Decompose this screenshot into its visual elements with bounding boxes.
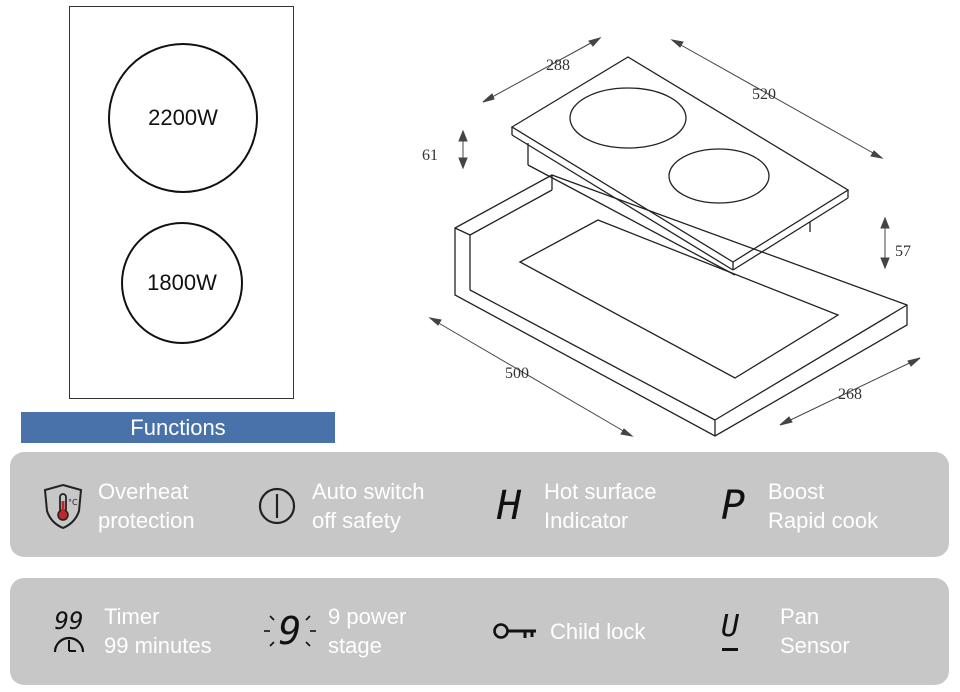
hot-surface-glyph: H — [496, 483, 522, 529]
overheat-thermometer-shield-icon: °C — [38, 481, 88, 531]
cooking-zone-large: 2200W — [108, 43, 258, 193]
feature-timer-line1: Timer — [104, 604, 160, 629]
dim-height-glass: 61 — [422, 147, 438, 164]
ring-large — [569, 87, 687, 149]
feature-hot-surface-line2: Indicator — [544, 508, 629, 533]
feature-boost-line2: Rapid cook — [768, 508, 879, 533]
pan-sensor-u-icon: U — [710, 606, 750, 656]
timer-glyph: 99 — [54, 607, 84, 635]
dim-depth-cutout: 268 — [838, 386, 862, 403]
timer-99-icon: 99 — [44, 606, 94, 656]
feature-power-stage: 9 9 power stage — [262, 602, 406, 660]
feature-boost-line1: Boost — [768, 479, 825, 504]
boost-glyph: P — [720, 483, 746, 529]
cooking-zone-large-label: 2200W — [148, 105, 218, 130]
dim-depth-top: 288 — [546, 57, 570, 74]
feature-auto-switch-off: Auto switch off safety — [252, 477, 425, 535]
cooktop-top-view: 2200W 1800W — [69, 6, 294, 399]
functions-header-label: Functions — [130, 414, 226, 440]
cooking-zone-small: 1800W — [121, 222, 243, 344]
cutout-opening — [518, 219, 840, 379]
feature-hot-surface: H Hot surface Indicator — [484, 477, 657, 535]
feature-power-stage-line2: stage — [328, 633, 382, 658]
cooking-zone-small-label: 1800W — [147, 270, 217, 295]
child-lock-key-icon — [490, 606, 540, 656]
dim-height-body: 57 — [895, 243, 911, 260]
feature-auto-switch-line1: Auto switch — [312, 479, 425, 504]
dim-width-cutout: 500 — [505, 365, 529, 382]
feature-auto-switch-line2: off safety — [312, 508, 401, 533]
power-stage-9-icon: 9 — [262, 606, 318, 656]
features-panel-row-1 — [10, 452, 949, 557]
functions-header: Functions — [21, 412, 335, 443]
feature-power-stage-line1: 9 power — [328, 604, 407, 629]
boost-p-icon: P — [708, 481, 758, 531]
feature-pan-sensor-line1: Pan — [780, 604, 820, 629]
dim-width-top: 520 — [752, 86, 776, 103]
pan-sensor-glyph: U — [720, 608, 740, 644]
feature-child-lock-line1: Child lock — [550, 618, 646, 644]
feature-timer-line2: 99 minutes — [104, 633, 212, 658]
ring-small — [668, 148, 770, 204]
feature-child-lock: Child lock — [490, 606, 645, 656]
feature-overheat: °C Overheat protection — [38, 477, 195, 535]
feature-overheat-line2: protection — [98, 508, 195, 533]
power-switch-icon — [252, 481, 302, 531]
feature-boost: P Boost Rapid cook — [708, 477, 878, 535]
hot-surface-h-icon: H — [484, 481, 534, 531]
svg-text:°C: °C — [68, 498, 78, 507]
feature-timer: 99 Timer 99 minutes — [44, 602, 212, 660]
feature-pan-sensor-line2: Sensor — [780, 633, 850, 658]
pan-sensor-underline — [722, 647, 738, 651]
feature-pan-sensor: U Pan Sensor — [710, 602, 850, 660]
feature-hot-surface-line1: Hot surface — [544, 479, 657, 504]
features-panel-row-2 — [10, 578, 949, 685]
power-stage-glyph: 9 — [278, 609, 302, 653]
feature-overheat-line1: Overheat — [98, 479, 189, 504]
dimension-drawing: 288 520 61 57 500 268 — [422, 37, 921, 437]
